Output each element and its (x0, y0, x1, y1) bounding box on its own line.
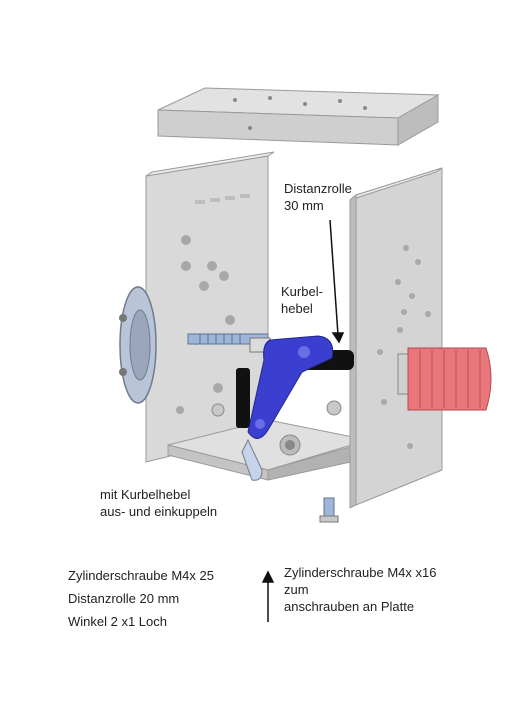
gear-wheel (119, 286, 157, 404)
right-side-plate (349, 167, 443, 509)
crank-lever (241, 335, 334, 481)
right-parts-list: Zylinderschraube M4x x16 zum anschrauben… (284, 565, 437, 614)
label-kuppeln: mit Kurbelhebel aus- und einkuppeln (100, 487, 218, 519)
annotation-arrows (261, 219, 345, 622)
base-frame (167, 400, 369, 481)
top-plate (157, 87, 440, 146)
left-parts-list: Zylinderschraube M4x 25 Distanzrolle 20 … (68, 564, 214, 633)
label-kurbelhebel: Kurbel- hebel (281, 284, 323, 316)
bottom-screw (319, 497, 339, 523)
part-angle: Winkel 2 x1 Loch (68, 614, 167, 629)
part-screw-m4x25: Zylinderschraube M4x 25 (68, 568, 214, 583)
part-spacer-20: Distanzrolle 20 mm (68, 591, 180, 606)
label-distanzrolle-30: Distanzrolle 30 mm (284, 181, 352, 213)
knob (397, 347, 492, 411)
